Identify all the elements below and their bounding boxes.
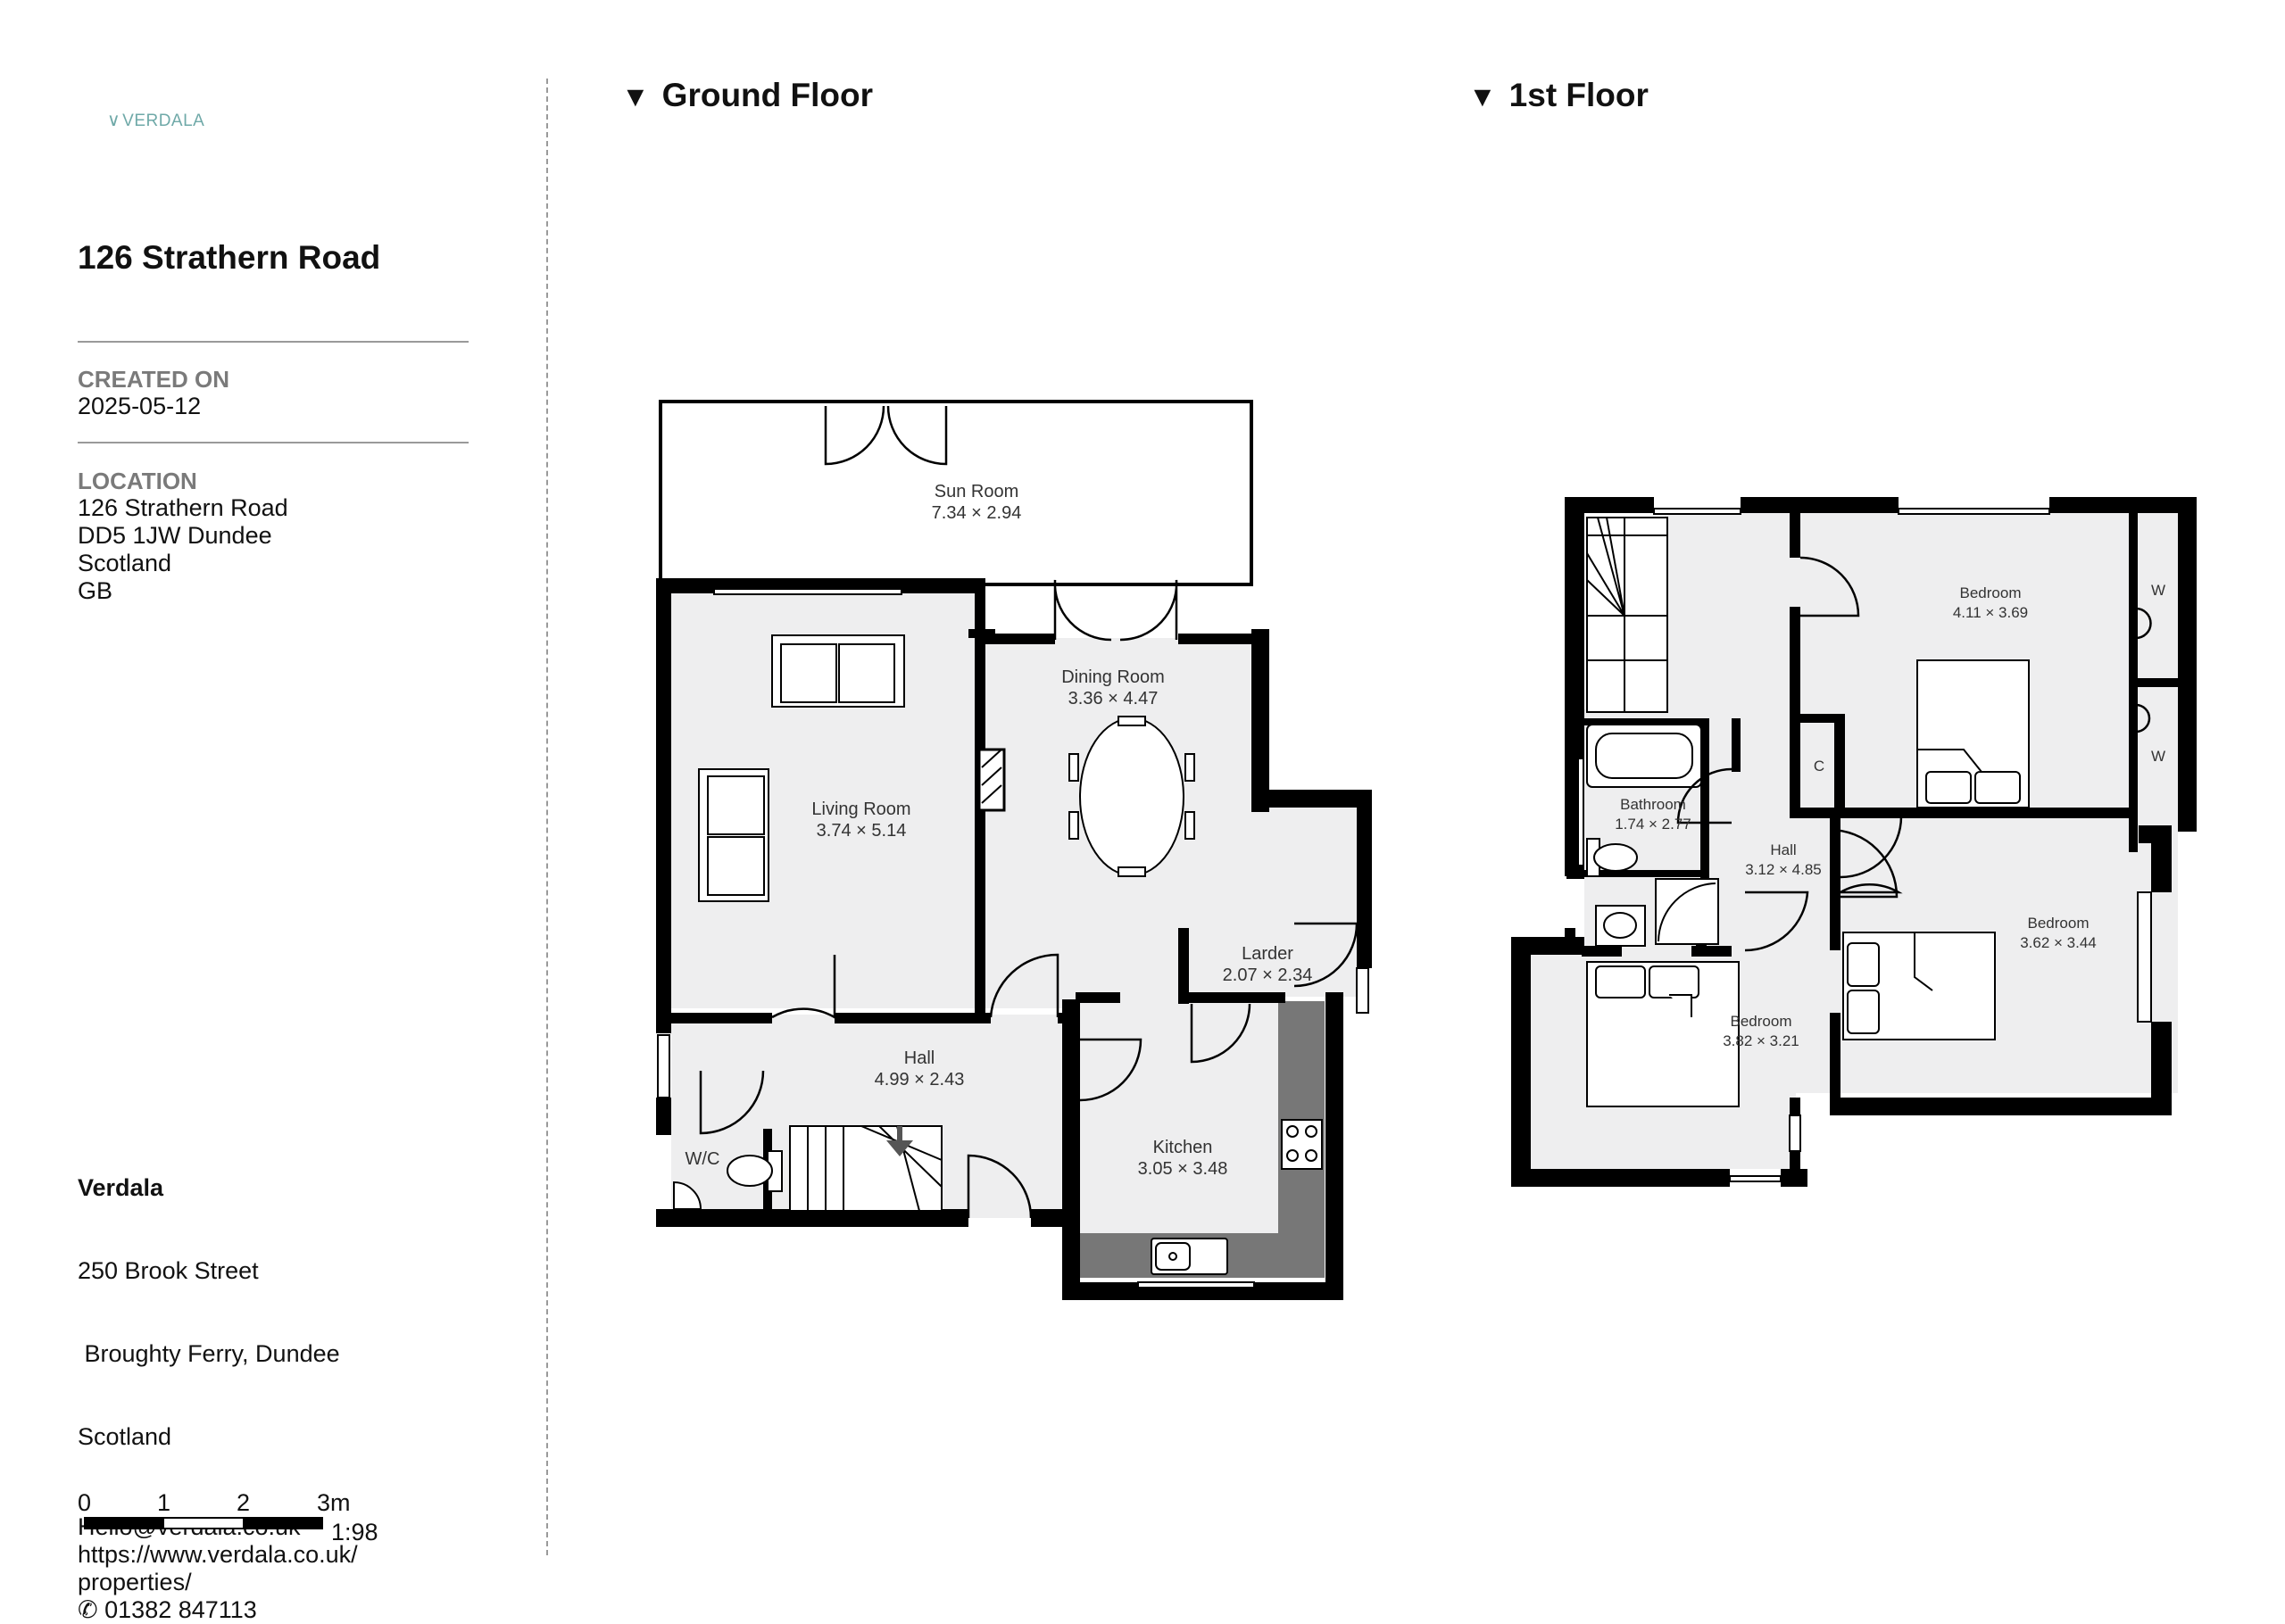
ground-doors xyxy=(699,405,1359,1219)
room-label: Kitchen xyxy=(1153,1138,1213,1157)
company-address-line: Scotland xyxy=(78,1423,172,1450)
first-floor-title: ▼1st Floor xyxy=(1468,77,1649,113)
divider-line xyxy=(78,341,469,343)
arrow-down-icon xyxy=(886,1126,913,1156)
room-label: Bedroom xyxy=(1731,1013,1792,1030)
staircase-icon xyxy=(1586,517,1668,713)
sink-icon xyxy=(1151,1238,1228,1275)
location-label: LOCATION xyxy=(78,468,197,494)
room-label: Bedroom xyxy=(2028,915,2090,932)
location-address: 126 Strathern Road DD5 1JW Dundee Scotla… xyxy=(78,494,288,605)
dining-table-icon xyxy=(1068,716,1195,877)
double-bed-icon xyxy=(1586,961,1740,1107)
room-label: W xyxy=(2151,582,2165,599)
room-dims: 1.74 × 2.77 xyxy=(1615,816,1691,833)
ground-floor-plan: Sun Room 7.34 × 2.94 Dining Room 3.36 × … xyxy=(656,400,1372,1300)
location-line: GB xyxy=(78,577,113,604)
room-dims: 4.99 × 2.43 xyxy=(875,1070,965,1090)
wardrobe-door xyxy=(2131,705,2135,736)
kitchen-floor xyxy=(1080,999,1284,1240)
room-label: Bathroom xyxy=(1620,796,1686,813)
company-address: 250 Brook Street Broughty Ferry, Dundee … xyxy=(78,1202,358,1506)
shower-curve xyxy=(1658,882,1716,942)
property-title: 126 Strathern Road xyxy=(78,239,381,276)
hob-icon xyxy=(1281,1119,1323,1170)
staircase-icon xyxy=(789,1125,943,1212)
website-line: properties/ xyxy=(78,1569,192,1595)
brand-logo: ∨VERDALA xyxy=(107,111,205,130)
company-address-line: 250 Brook Street xyxy=(78,1257,259,1284)
scale-segment xyxy=(243,1519,321,1528)
room-dims: 3.12 × 4.85 xyxy=(1745,861,1822,878)
ground-windows xyxy=(657,588,1369,1288)
room-dims: 3.05 × 3.48 xyxy=(1138,1159,1228,1179)
room-label: Sun Room xyxy=(935,482,1019,501)
room-label: Hall xyxy=(1770,841,1796,858)
company-website-link[interactable]: https://www.verdala.co.uk/ properties/ xyxy=(78,1541,358,1596)
shower-icon xyxy=(1655,878,1719,945)
room-dims: 3.36 × 4.47 xyxy=(1068,689,1159,708)
sofa-icon xyxy=(698,768,769,902)
basin-icon xyxy=(673,1181,702,1210)
company-block: Verdala 250 Brook Street Broughty Ferry,… xyxy=(78,1174,358,1624)
room-label: C xyxy=(1814,758,1824,775)
scale-tick-label: 3m xyxy=(317,1489,351,1516)
room-dims: 2.07 × 2.34 xyxy=(1223,965,1313,985)
triangle-down-icon: ▼ xyxy=(621,80,650,112)
chimney-hatch xyxy=(981,749,1002,804)
room-label: Bedroom xyxy=(1960,584,2022,601)
room-label: Larder xyxy=(1242,944,1293,964)
company-name: Verdala xyxy=(78,1174,164,1201)
triangle-down-icon: ▼ xyxy=(1468,80,1497,112)
room-dims: 7.34 × 2.94 xyxy=(932,503,1022,523)
room-label: Living Room xyxy=(811,800,910,819)
double-bed-icon xyxy=(1916,659,2030,808)
scale-segment xyxy=(86,1519,164,1528)
wardrobe-door xyxy=(2131,607,2135,638)
location-line: Scotland xyxy=(78,550,172,576)
divider-line xyxy=(78,442,469,443)
bathtub-icon xyxy=(1586,724,1702,788)
toilet-icon xyxy=(727,1150,783,1192)
basin-icon xyxy=(1595,905,1646,947)
ground-floor-title: ▼Ground Floor xyxy=(621,77,874,113)
sofa-icon xyxy=(771,634,905,708)
room-label: Hall xyxy=(904,1048,935,1068)
created-label: CREATED ON xyxy=(78,366,229,393)
location-line: 126 Strathern Road xyxy=(78,494,288,521)
created-date: 2025-05-12 xyxy=(78,393,202,419)
room-label: Dining Room xyxy=(1061,667,1165,687)
toilet-icon xyxy=(1586,838,1638,877)
double-bed-icon xyxy=(1842,932,1996,1040)
scale-segment xyxy=(164,1519,243,1528)
panel-divider xyxy=(546,79,548,1555)
logo-v-icon: ∨ xyxy=(107,111,121,130)
room-label: W/C xyxy=(686,1149,720,1169)
room-dims: 3.62 × 3.44 xyxy=(2020,934,2097,951)
scale-tick-label: 1 xyxy=(157,1489,171,1516)
company-address-line: Broughty Ferry, Dundee xyxy=(78,1340,340,1367)
scale-tick-label: 0 xyxy=(78,1489,92,1516)
larder-floor xyxy=(1183,808,1357,997)
scale-tick-label: 2 xyxy=(237,1489,251,1516)
first-floor-plan: Bedroom 4.11 × 3.69 Bathroom 1.74 × 2.77… xyxy=(1511,497,2197,1187)
scale-ratio: 1:98 xyxy=(331,1519,378,1545)
room-dims: 3.74 × 5.14 xyxy=(817,821,907,841)
sun-room-area xyxy=(659,400,1253,586)
first-doors xyxy=(1676,556,2152,952)
room-dims: 4.11 × 3.69 xyxy=(1953,604,2028,621)
location-line: DD5 1JW Dundee xyxy=(78,522,272,549)
first-windows xyxy=(1577,508,2152,1182)
room-label: W xyxy=(2151,748,2165,765)
room-dims: 3.82 × 3.21 xyxy=(1723,1032,1799,1049)
scale-bar xyxy=(84,1517,323,1529)
website-line: https://www.verdala.co.uk/ xyxy=(78,1541,358,1568)
